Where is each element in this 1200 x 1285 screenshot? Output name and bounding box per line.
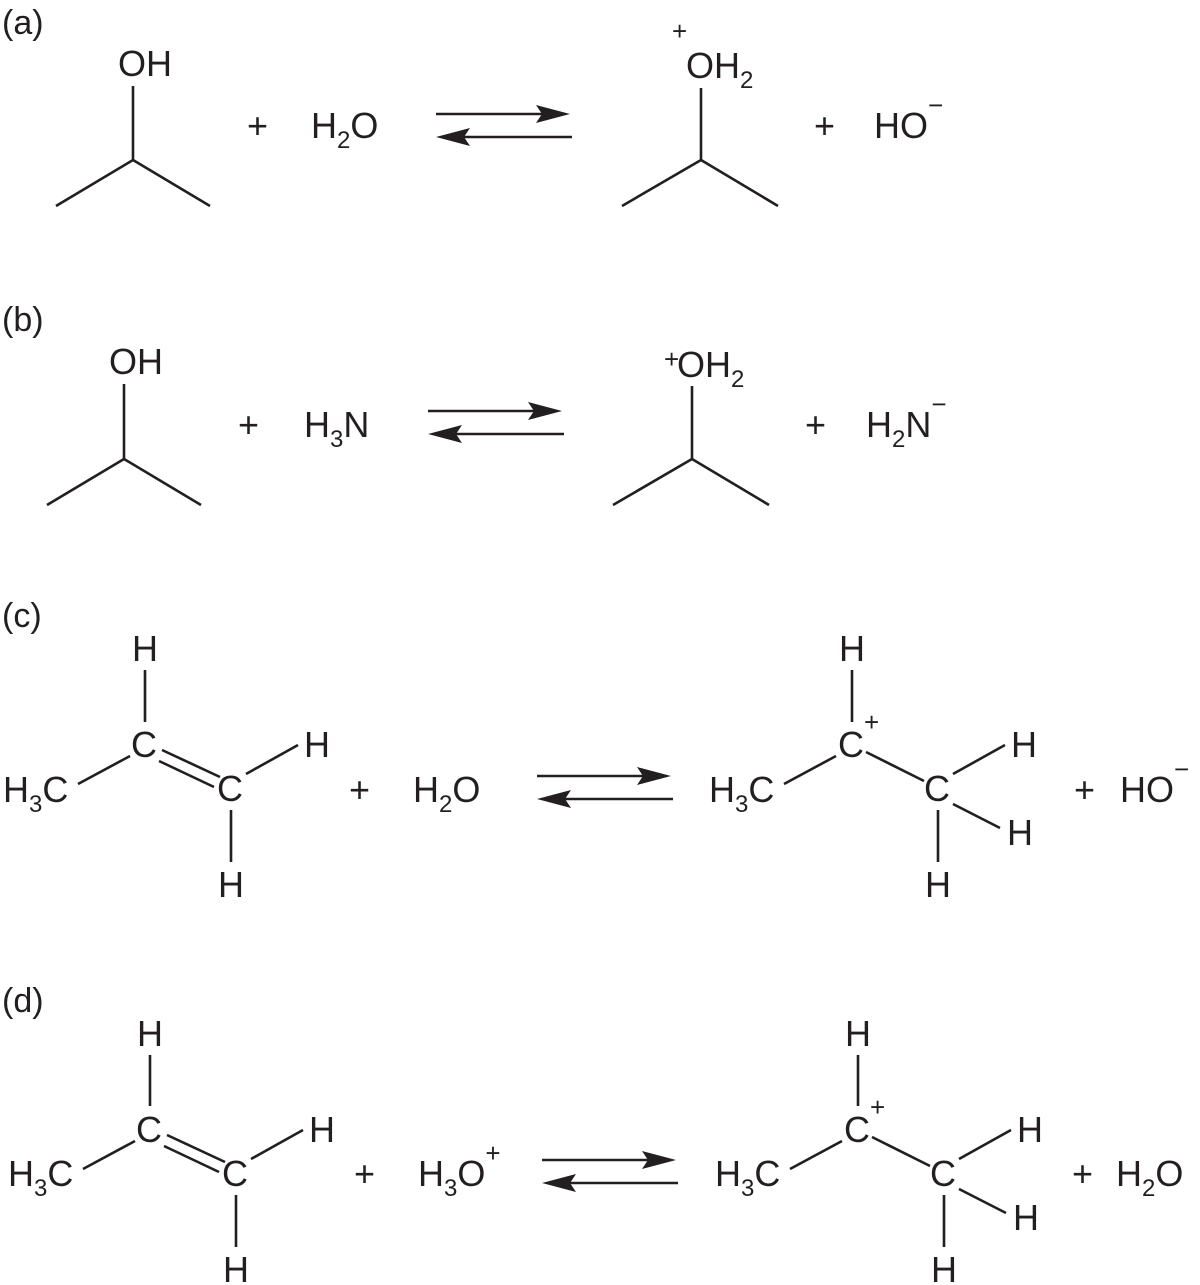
plus-sign: + (354, 1153, 375, 1194)
atom-h-top: H (137, 1013, 163, 1054)
reagent-water: H2O (413, 769, 480, 818)
atom-h-top: H (839, 628, 865, 669)
c-h-bond (958, 1187, 1007, 1215)
c-methyl-bond (783, 754, 837, 786)
byproduct-amide: H2N− (866, 389, 947, 453)
plus-sign: + (247, 105, 268, 146)
c-methyl-bond-left (621, 158, 702, 208)
methyl-group: H3C (3, 769, 68, 818)
atom-c1: C (136, 1109, 162, 1150)
c-methyl-bond-right (132, 158, 211, 208)
panel-label-d: (d) (2, 982, 44, 1020)
hydroxyl-label: OH (109, 341, 163, 382)
panel-label-c: (c) (2, 597, 42, 635)
product-carbocation: H C + H3C C H H H (715, 1013, 1043, 1285)
methyl-group: H3C (8, 1153, 73, 1202)
c-methyl-bond-left (55, 158, 134, 208)
plus-sign: + (1074, 769, 1095, 810)
atom-c1: C (131, 724, 157, 765)
c-h-bond (952, 802, 1001, 830)
c-methyl-bond-right (700, 158, 779, 208)
methyl-group: H3C (715, 1153, 780, 1202)
panel-a: (a) OH + H2O + OH2 + HO− (2, 4, 943, 208)
c-h-bond (952, 743, 1006, 776)
c-methyl-bond (789, 1139, 843, 1171)
c-methyl-bond-right (691, 457, 770, 507)
atom-h-1: H (1017, 1109, 1043, 1150)
product-oxonium: + OH2 (612, 344, 770, 507)
double-bond-line-1 (166, 1133, 226, 1164)
panel-label-a: (a) (2, 4, 44, 42)
equilibrium-arrows (428, 402, 564, 443)
reactant-isopropanol: OH (55, 43, 211, 208)
plus-sign: + (814, 105, 835, 146)
panel-label-b: (b) (2, 301, 44, 339)
byproduct-hydroxide: HO− (1120, 754, 1189, 810)
atom-h-right: H (304, 724, 330, 765)
plus-sign: + (1072, 1153, 1093, 1194)
equilibrium-arrows (542, 1151, 678, 1192)
reagent-water: H2O (311, 105, 378, 154)
c-methyl-bond-left (46, 457, 125, 507)
atom-c2: C (217, 768, 243, 809)
atom-h-1: H (1011, 724, 1037, 765)
atom-c2: C (930, 1153, 956, 1194)
panel-d: (d) H C H3C C H H + H3O+ H C + (2, 982, 1183, 1285)
reactant-propene: H C H3C C H H (3, 628, 330, 905)
equilibrium-arrows (537, 767, 673, 808)
atom-h-top: H (845, 1013, 871, 1054)
double-bond-line-2 (163, 1144, 220, 1174)
positive-charge: + (664, 344, 679, 374)
equilibrium-arrows (436, 105, 572, 146)
plus-sign: + (349, 769, 370, 810)
c-c-bond (865, 750, 925, 783)
c-h-bond (245, 743, 299, 776)
byproduct-water: H2O (1116, 1153, 1183, 1202)
hydroxyl-label: OH (118, 43, 172, 84)
positive-charge: + (864, 707, 879, 737)
reagent-ammonia: H3N (304, 404, 369, 453)
c-methyl-bond (82, 1139, 136, 1171)
panel-c: (c) H C H3C C H H + H2O H C (2, 597, 1189, 905)
c-h-bond (250, 1128, 304, 1161)
c-c-bond (871, 1135, 931, 1168)
positive-charge: + (870, 1092, 885, 1122)
double-bond-line-1 (161, 748, 221, 779)
atom-h-3: H (925, 864, 951, 905)
double-bond-line-2 (158, 759, 215, 789)
c-methyl-bond (77, 754, 131, 786)
atom-h-top: H (132, 628, 158, 669)
atom-c1: C (838, 724, 864, 765)
atom-c2: C (222, 1153, 248, 1194)
atom-h-2: H (1013, 1197, 1039, 1238)
atom-c1: C (844, 1109, 870, 1150)
atom-h-3: H (931, 1249, 957, 1285)
plus-sign: + (805, 404, 826, 445)
reagent-hydronium: H3O+ (418, 1138, 501, 1202)
byproduct-hydroxide: HO− (874, 90, 943, 146)
c-methyl-bond-right (123, 457, 202, 507)
plus-sign: + (238, 404, 259, 445)
c-methyl-bond-left (612, 457, 693, 507)
product-oxonium: + OH2 (621, 16, 779, 208)
reactant-isopropanol: OH (46, 341, 202, 507)
product-carbocation: H C + H3C C H H H (709, 628, 1037, 905)
oxonium-label: OH2 (677, 344, 744, 393)
atom-c2: C (924, 768, 950, 809)
atom-h-bottom: H (223, 1249, 249, 1285)
methyl-group: H3C (709, 769, 774, 818)
reactant-propene: H C H3C C H H (8, 1013, 335, 1285)
c-h-bond (958, 1128, 1012, 1161)
panel-b: (b) OH + H3N + OH2 + H2N− (2, 301, 947, 507)
atom-h-right: H (309, 1109, 335, 1150)
atom-h-bottom: H (218, 864, 244, 905)
positive-charge: + (672, 16, 687, 46)
oxonium-label: OH2 (686, 45, 753, 94)
atom-h-2: H (1007, 812, 1033, 853)
